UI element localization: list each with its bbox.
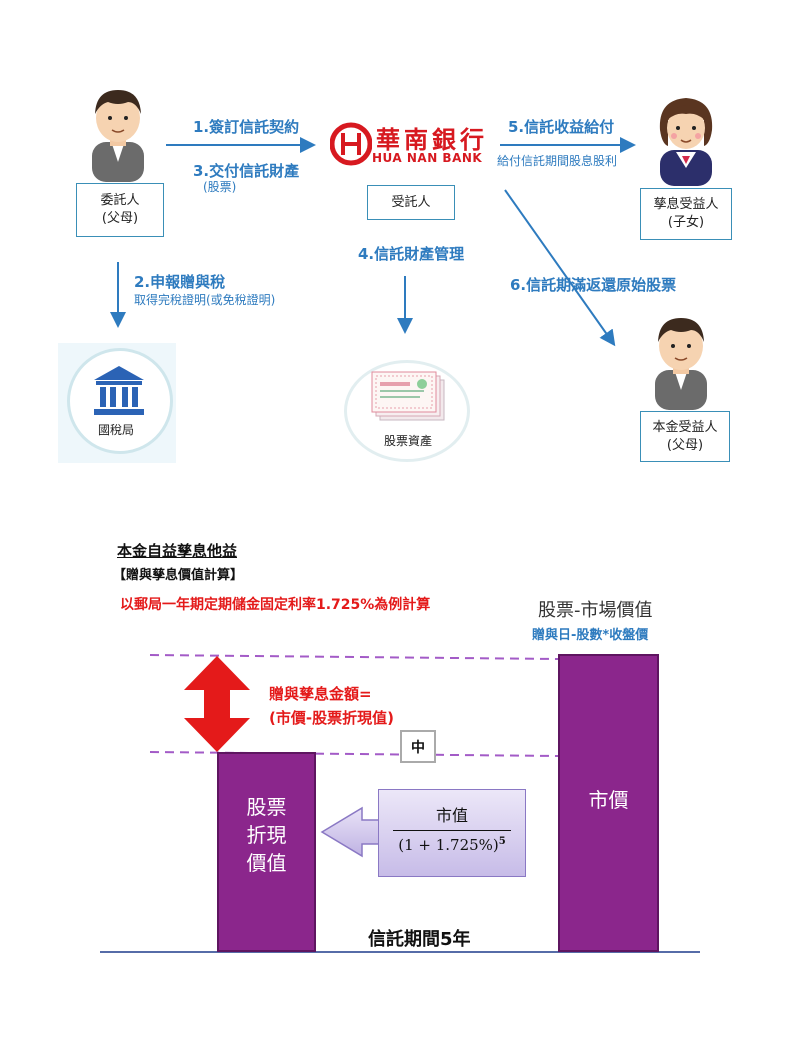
discounted-bar-line3: 價值	[246, 851, 287, 875]
step1-label: 1.簽訂信託契約	[193, 118, 300, 136]
step5-note: 給付信託期間股息股利	[497, 154, 618, 168]
settlor-avatar	[92, 90, 144, 182]
gift-amount-label-line2: (市價-股票折現值)	[269, 709, 394, 727]
step3-label: 3.交付信託財產	[193, 162, 300, 180]
bank-logo-chinese: 華南銀行	[376, 125, 488, 154]
discounted-value-bar: 股票 折現 價值	[217, 752, 316, 952]
flow-arrows	[110, 137, 636, 347]
trustee-label: 受託人	[391, 194, 431, 210]
principal-beneficiary-avatar	[655, 318, 707, 410]
trust-period-label: 信託期間5年	[368, 929, 471, 950]
formula-denominator-base: (1 + 1.725%)	[398, 836, 499, 854]
market-value-formula: 贈與日-股數*收盤價	[532, 628, 649, 643]
principal-beneficiary-sublabel: (父母)	[666, 437, 704, 453]
gift-amount-double-arrow	[184, 656, 250, 752]
stock-assets-label: 股票資產	[384, 434, 433, 448]
settlor-box: 委託人 (父母)	[76, 183, 164, 237]
step5-label: 5.信託收益給付	[508, 118, 615, 136]
tax-bureau-label: 國稅局	[98, 423, 135, 437]
formula-fraction-line	[393, 830, 511, 831]
settlor-sublabel: (父母)	[101, 211, 139, 226]
formula-numerator: 市值	[435, 806, 468, 825]
discounted-bar-line1: 股票	[246, 795, 287, 819]
income-beneficiary-label: 孳息受益人	[653, 197, 719, 212]
market-price-bar: 市價	[558, 654, 659, 952]
step2-note: 取得完稅證明(或免稅證明)	[134, 293, 276, 307]
principal-beneficiary-label: 本金受益人	[652, 419, 718, 435]
bank-logo-english: HUA NAN BANK	[372, 151, 483, 165]
calc-title: 本金自益孳息他益	[117, 542, 238, 560]
government-building-icon	[94, 366, 144, 415]
interest-rate-note: 以郵局一年期定期儲金固定利率1.725%為例計算	[120, 597, 431, 613]
income-beneficiary-sublabel: (子女)	[667, 215, 705, 230]
formula-exponent: 5	[498, 836, 506, 847]
principal-beneficiary-box: 本金受益人 (父母)	[640, 411, 730, 462]
formula-denominator: (1 + 1.725%)5	[379, 836, 525, 854]
income-beneficiary-box: 孳息受益人 (子女)	[640, 188, 732, 240]
tax-bureau-circle	[67, 348, 173, 454]
gift-amount-label: 贈與孳息金額= (市價-股票折現值)	[269, 682, 394, 730]
arrow-trustee-to-principal-beneficiary	[504, 189, 616, 347]
step3-note: (股票)	[203, 180, 237, 194]
market-price-bar-label: 市價	[588, 787, 629, 812]
discounted-bar-line2: 折現	[246, 823, 287, 847]
discount-formula-box: 市值 (1 + 1.725%)5	[378, 789, 526, 877]
gift-amount-label-line1: 贈與孳息金額=	[269, 685, 372, 703]
step6-label: 6.信託期滿返還原始股票	[510, 276, 677, 294]
market-value-title: 股票-市場價值	[538, 600, 653, 621]
step4-label: 4.信託財產管理	[358, 245, 465, 263]
hua-nan-bank-logo-icon	[330, 122, 372, 166]
stock-certificate-icon	[371, 371, 445, 421]
calc-subtitle: 【贈與孳息價值計算】	[113, 568, 244, 583]
middle-marker: 中	[400, 730, 436, 763]
discount-arrow	[320, 806, 381, 858]
settlor-label: 委託人	[100, 193, 140, 208]
market-value-dashed-line	[149, 654, 559, 660]
discount-value-dashed-line	[149, 751, 559, 757]
step2-label: 2.申報贈與稅	[134, 273, 226, 291]
income-beneficiary-avatar	[659, 98, 713, 186]
trustee-box: 受託人	[367, 185, 455, 220]
